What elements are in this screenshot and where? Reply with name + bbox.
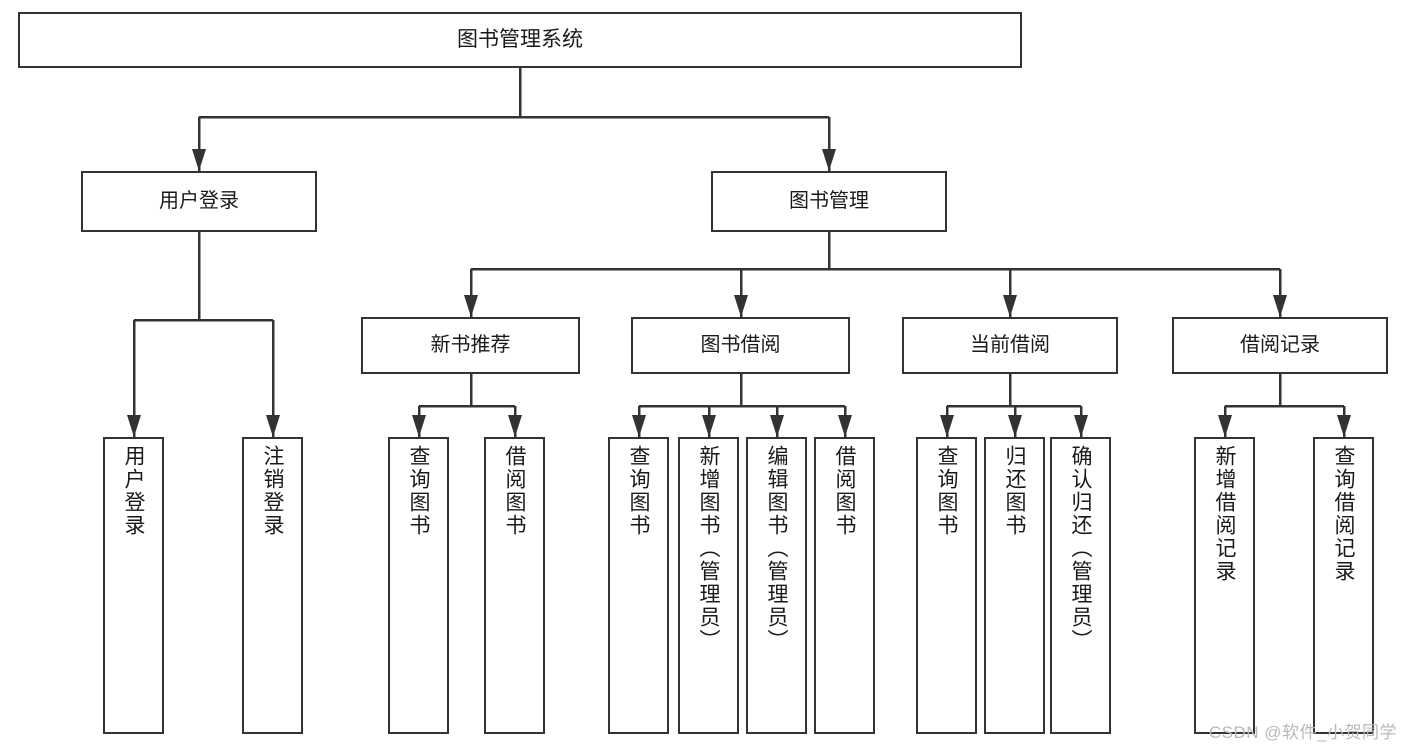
node-leaf-user-login[interactable]: 用户登录 bbox=[103, 437, 164, 734]
node-leaf-query-book-3[interactable]: 查询图书 bbox=[916, 437, 977, 734]
node-label-leaf-add-record: 新增借阅记录 bbox=[1213, 445, 1236, 583]
root-bus-arrowhead-1 bbox=[822, 149, 836, 171]
node-leaf-add-book[interactable]: 新增图书（管理员） bbox=[678, 437, 739, 734]
node-new-book-rec[interactable]: 新书推荐 bbox=[361, 317, 580, 374]
node-label-root: 图书管理系统 bbox=[457, 27, 583, 51]
node-leaf-confirm-ret[interactable]: 确认归还（管理员） bbox=[1050, 437, 1111, 734]
new-book-rec-bus-arrowhead-1 bbox=[508, 415, 522, 437]
node-leaf-add-record[interactable]: 新增借阅记录 bbox=[1194, 437, 1255, 734]
new-book-rec-bus-arrowhead-0 bbox=[412, 415, 426, 437]
node-label-leaf-add-book: 新增图书（管理员） bbox=[697, 445, 720, 652]
node-label-leaf-return-book: 归还图书 bbox=[1003, 445, 1026, 537]
node-label-leaf-confirm-ret: 确认归还（管理员） bbox=[1069, 445, 1092, 652]
user-login-bus-arrowhead-1 bbox=[266, 415, 280, 437]
book-borrow-bus-arrowhead-0 bbox=[632, 415, 646, 437]
node-leaf-borrow-book-1[interactable]: 借阅图书 bbox=[484, 437, 545, 734]
node-label-new-book-rec: 新书推荐 bbox=[430, 333, 511, 356]
node-leaf-edit-book[interactable]: 编辑图书（管理员） bbox=[746, 437, 807, 734]
book-borrow-bus-arrowhead-3 bbox=[838, 415, 852, 437]
node-label-leaf-user-login: 用户登录 bbox=[122, 445, 145, 537]
node-label-book-borrow: 图书借阅 bbox=[700, 333, 781, 356]
root-bus-arrowhead-0 bbox=[192, 149, 206, 171]
user-login-bus-arrowhead-0 bbox=[127, 415, 141, 437]
node-leaf-query-record[interactable]: 查询借阅记录 bbox=[1313, 437, 1374, 734]
node-label-leaf-edit-book: 编辑图书（管理员） bbox=[765, 445, 788, 652]
node-label-leaf-logout: 注销登录 bbox=[261, 445, 284, 537]
node-label-leaf-borrow-book-1: 借阅图书 bbox=[503, 445, 526, 537]
node-label-borrow-record: 借阅记录 bbox=[1240, 333, 1320, 356]
book-borrow-bus-arrowhead-1 bbox=[702, 415, 716, 437]
node-label-leaf-query-book-3: 查询图书 bbox=[935, 445, 958, 537]
book-borrow-bus-arrowhead-2 bbox=[770, 415, 784, 437]
node-leaf-borrow-book-2[interactable]: 借阅图书 bbox=[814, 437, 875, 734]
book-manage-bus-arrowhead-0 bbox=[464, 295, 478, 317]
node-label-leaf-borrow-book-2: 借阅图书 bbox=[833, 445, 856, 537]
borrow-record-bus-arrowhead-0 bbox=[1218, 415, 1232, 437]
current-borrow-bus-arrowhead-2 bbox=[1074, 415, 1088, 437]
node-user-login[interactable]: 用户登录 bbox=[81, 171, 317, 232]
node-book-manage[interactable]: 图书管理 bbox=[711, 171, 947, 232]
book-manage-bus-arrowhead-2 bbox=[1003, 295, 1017, 317]
node-label-leaf-query-record: 查询借阅记录 bbox=[1332, 445, 1355, 583]
node-leaf-query-book-1[interactable]: 查询图书 bbox=[388, 437, 449, 734]
node-label-leaf-query-book-2: 查询图书 bbox=[627, 445, 650, 537]
node-root[interactable]: 图书管理系统 bbox=[18, 12, 1022, 68]
node-book-borrow[interactable]: 图书借阅 bbox=[631, 317, 850, 374]
current-borrow-bus-arrowhead-1 bbox=[1008, 415, 1022, 437]
node-leaf-logout[interactable]: 注销登录 bbox=[242, 437, 303, 734]
book-manage-bus-arrowhead-1 bbox=[734, 295, 748, 317]
borrow-record-bus-arrowhead-1 bbox=[1337, 415, 1351, 437]
book-manage-bus-arrowhead-3 bbox=[1273, 295, 1287, 317]
node-borrow-record[interactable]: 借阅记录 bbox=[1172, 317, 1388, 374]
node-current-borrow[interactable]: 当前借阅 bbox=[902, 317, 1118, 374]
node-label-user-login: 用户登录 bbox=[159, 189, 239, 212]
node-label-book-manage: 图书管理 bbox=[789, 189, 869, 212]
node-label-leaf-query-book-1: 查询图书 bbox=[407, 445, 430, 537]
current-borrow-bus-arrowhead-0 bbox=[940, 415, 954, 437]
node-label-current-borrow: 当前借阅 bbox=[970, 333, 1050, 356]
node-leaf-query-book-2[interactable]: 查询图书 bbox=[608, 437, 669, 734]
node-leaf-return-book[interactable]: 归还图书 bbox=[984, 437, 1045, 734]
